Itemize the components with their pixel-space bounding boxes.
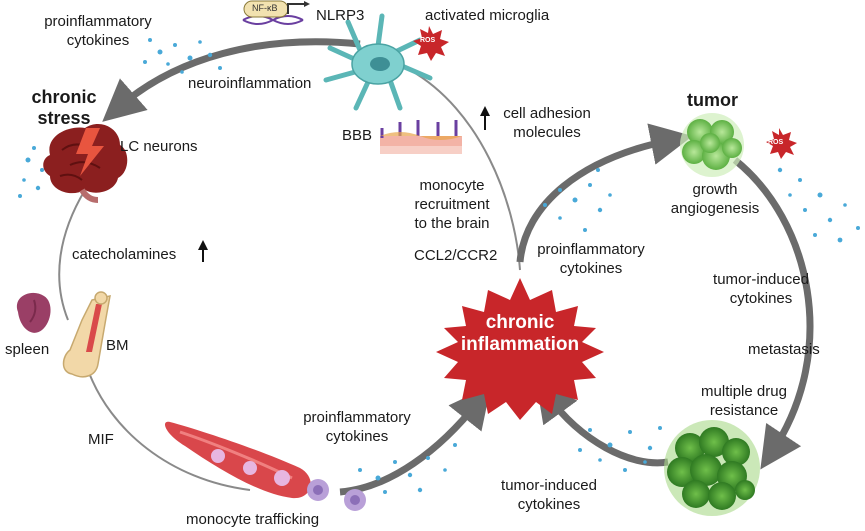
proinflammatory-cytokines-bottom: proinflammatory cytokines	[296, 408, 418, 446]
label-line: proinflammatory	[303, 409, 411, 426]
label-line: angiogenesis	[670, 200, 760, 217]
label-line: molecules	[513, 124, 581, 141]
ccl2-ccr2-label: CCL2/CCR2	[414, 247, 498, 264]
label-line: cytokines	[517, 496, 581, 513]
tumor-induced-cytokines-bottom: tumor-induced cytokines	[488, 476, 610, 514]
label-line: cytokines	[325, 428, 389, 445]
label-line: chronic	[485, 312, 555, 333]
proinflammatory-cytokines-mid: proinflammatory cytokines	[530, 240, 652, 278]
metastasis-arrow	[732, 157, 814, 470]
tumor-to-inflammation-arrow	[535, 379, 669, 467]
chronic-inflammation-label: chronic inflammation	[436, 312, 604, 356]
tumor-label: tumor	[687, 90, 738, 110]
label-line: growth	[692, 181, 738, 198]
chronic-stress-label: chronic stress	[18, 87, 110, 129]
ros-label: ROS	[420, 37, 436, 44]
lightning-icon	[76, 128, 104, 176]
catecholamines-label: catecholamines	[72, 246, 177, 263]
chronic-inflammation-burst	[436, 278, 604, 420]
nlrp3-label: NLRP3	[316, 7, 365, 24]
label-line: multiple drug	[701, 383, 787, 400]
bone-marrow-icon	[62, 291, 111, 378]
neuroinflammation-label: neuroinflammation	[188, 75, 312, 92]
tumor-small-icon	[680, 113, 744, 177]
label-line: stress	[37, 108, 91, 128]
monocyte-trafficking-label: monocyte trafficking	[186, 511, 320, 528]
label-line: to the brain	[414, 215, 490, 232]
growth-angiogenesis-label: growth angiogenesis	[655, 180, 775, 218]
label-line: resistance	[709, 402, 779, 419]
monocyte-recruitment-label: monocyte recruitment to the brain	[398, 176, 506, 233]
label-line: tumor-induced	[713, 271, 809, 288]
cytokine-dots	[18, 38, 860, 494]
ros-label-tumor: ROS	[768, 139, 784, 146]
tumor-large-icon	[664, 420, 760, 516]
mif-label: MIF	[88, 431, 114, 448]
stress-to-bm-line	[58, 189, 86, 321]
proinflammatory-cytokines-top: proinflammatory cytokines	[38, 12, 158, 50]
spleen-icon	[16, 292, 51, 333]
metastasis-label: metastasis	[748, 341, 820, 358]
label-line: cell adhesion	[503, 105, 591, 122]
tumor-induced-cytokines-right: tumor-induced cytokines	[700, 270, 822, 308]
label-line: monocyte	[419, 177, 485, 194]
monocyte-icon	[307, 479, 366, 511]
bbb-label: BBB	[342, 127, 373, 144]
up-arrow-icon	[198, 106, 490, 262]
bm-label: BM	[106, 337, 129, 354]
ros-icon	[413, 26, 449, 61]
recruitment-line	[409, 69, 521, 271]
multiple-drug-resistance-label: multiple drug resistance	[688, 382, 800, 420]
label-line: cytokines	[66, 32, 130, 49]
nfkb-promoter-icon	[242, 0, 310, 25]
label-line: chronic	[31, 87, 97, 107]
microglia-icon	[323, 13, 433, 111]
label-line: cytokines	[559, 260, 623, 277]
cell-adhesion-label: cell adhesion molecules	[492, 104, 602, 142]
label-line: proinflammatory	[537, 241, 645, 258]
label-line: inflammation	[460, 334, 580, 355]
label-line: cytokines	[729, 290, 793, 307]
label-line: tumor-induced	[501, 477, 597, 494]
spleen-label: spleen	[5, 341, 50, 358]
label-line: recruitment	[414, 196, 490, 213]
activated-microglia-label: activated microglia	[425, 7, 550, 24]
bbb-icon	[380, 120, 462, 154]
brain-icon	[43, 124, 128, 203]
trafficking-arrow	[339, 385, 492, 496]
bm-to-trafficking-line	[87, 369, 251, 491]
nfkb-label: NF-κB	[252, 3, 278, 13]
inflammation-to-tumor-arrow	[516, 123, 693, 263]
neuroinflammation-arrow	[102, 38, 361, 122]
ros-icon-tumor	[766, 128, 797, 159]
blood-vessel-icon	[165, 421, 311, 499]
lc-neurons-label: LC neurons	[120, 138, 198, 155]
label-line: proinflammatory	[44, 13, 152, 30]
